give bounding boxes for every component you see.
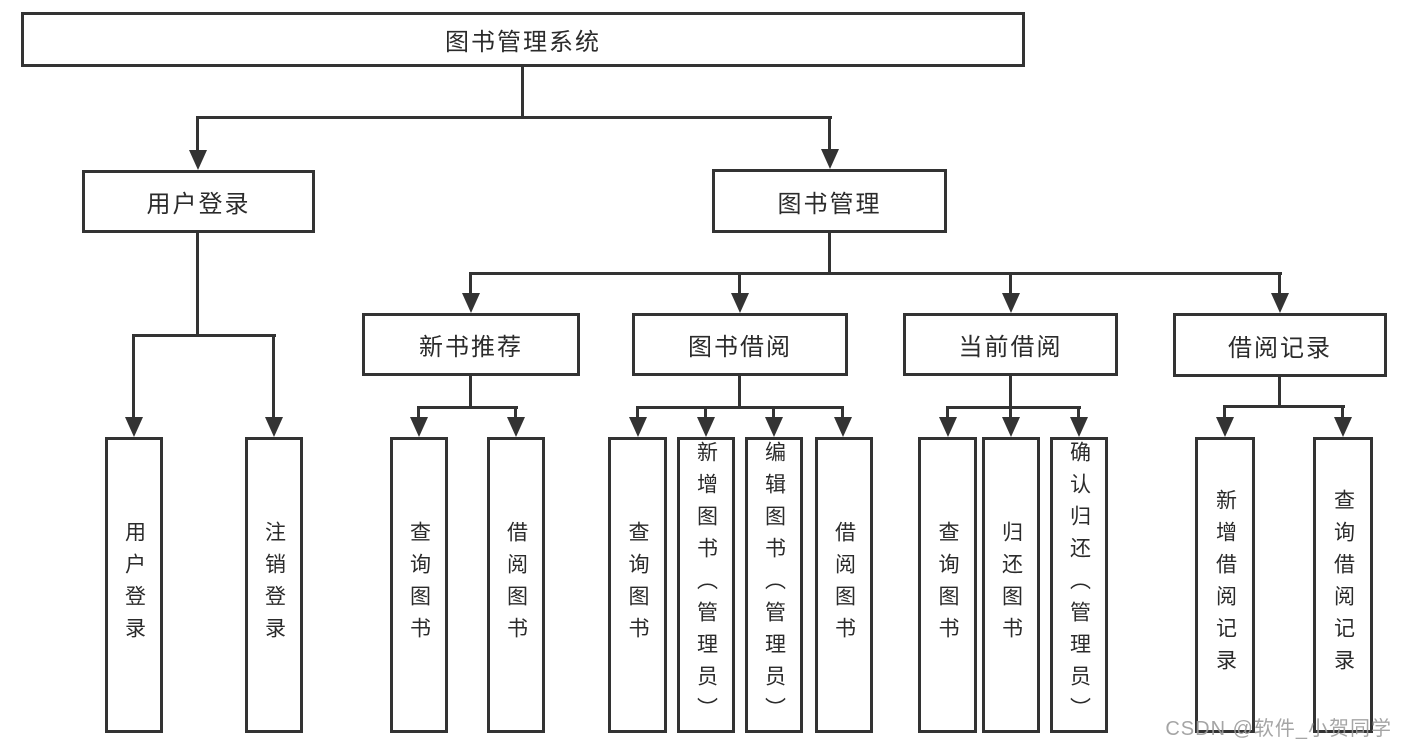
node-leaf-user-login: 用户登录 [105,437,163,733]
arrowhead-down-icon [189,150,207,170]
node-current-borrow-label: 当前借阅 [958,334,1063,361]
arrowhead-down-icon [410,417,428,437]
connector-drop [738,272,741,294]
connector-drop [272,334,275,418]
arrowhead-down-icon [834,417,852,437]
connector-drop [704,406,707,419]
node-book-management: 图书管理 [712,169,947,233]
connector-drop [1278,272,1281,294]
connector-stem [1278,377,1281,408]
node-leaf-borrow-book: 借阅图书 [815,437,873,733]
connector-drop [841,406,844,419]
node-leaf-return-book: 归还图书 [982,437,1040,733]
connector-drop [828,116,831,152]
node-new-book-recommend-label: 新书推荐 [419,334,523,361]
node-leaf-query-book-current-label: 查询图书 [936,521,959,649]
node-leaf-add-borrow-record: 新增借阅记录 [1195,437,1255,733]
arrowhead-down-icon [462,293,480,313]
node-leaf-confirm-return-admin: 确认归还（管理员） [1050,437,1108,733]
arrowhead-down-icon [1070,417,1088,437]
node-user-login-label: 用户登录 [146,191,251,218]
node-book-management-label: 图书管理 [777,190,882,218]
node-user-login: 用户登录 [82,170,315,233]
node-leaf-query-book-recommend-label: 查询图书 [407,521,431,649]
node-current-borrow: 当前借阅 [903,313,1118,376]
watermark: CSDN @软件_小贺同学 [1165,718,1392,740]
connector-user-login-stem [196,233,199,337]
connector-drop [196,116,199,152]
node-book-borrow-label: 图书借阅 [688,334,792,361]
connector-drop [772,406,775,419]
arrowhead-down-icon [265,417,283,437]
arrowhead-down-icon [731,293,749,313]
node-leaf-logout: 注销登录 [245,437,303,733]
arrowhead-down-icon [1216,417,1234,437]
node-leaf-add-book-admin-label: 新增图书（管理员） [694,441,718,729]
node-borrow-records-label: 借阅记录 [1228,334,1332,362]
node-leaf-confirm-return-admin-label: 确认归还（管理员） [1067,441,1091,729]
connector-bus-level3 [469,272,1282,275]
node-leaf-logout-label: 注销登录 [262,521,286,649]
node-leaf-query-borrow-record-label: 查询借阅记录 [1331,489,1355,681]
connector-drop [636,406,639,419]
connector-drop [469,272,472,294]
node-leaf-borrow-book-recommend: 借阅图书 [487,437,545,733]
node-new-book-recommend: 新书推荐 [362,313,580,376]
arrowhead-down-icon [629,417,647,437]
arrowhead-down-icon [765,417,783,437]
node-leaf-edit-book-admin: 编辑图书（管理员） [745,437,803,733]
connector-stem [1009,376,1012,409]
node-leaf-query-borrow-record: 查询借阅记录 [1313,437,1373,733]
node-leaf-add-book-admin: 新增图书（管理员） [677,437,735,733]
node-leaf-query-book-current: 查询图书 [918,437,977,733]
arrowhead-down-icon [697,417,715,437]
connector-drop [1077,406,1080,419]
arrowhead-down-icon [1271,293,1289,313]
node-leaf-query-book-borrow-label: 查询图书 [626,521,649,649]
connector-drop [1009,272,1012,294]
node-leaf-add-borrow-record-label: 新增借阅记录 [1213,489,1237,681]
connector-bus-level2 [196,116,832,119]
connector-book-management-stem [828,233,831,275]
connector-bus [636,406,844,409]
node-leaf-borrow-book-label: 借阅图书 [832,521,856,649]
arrowhead-down-icon [1002,293,1020,313]
connector-bus [417,406,518,409]
node-leaf-return-book-label: 归还图书 [999,521,1023,649]
connector-drop [1223,405,1226,419]
node-leaf-query-book-recommend: 查询图书 [390,437,448,733]
arrowhead-down-icon [821,149,839,169]
connector-bus [946,406,1081,409]
connector-drop [417,406,420,419]
connector-bus-user-login [132,334,276,337]
arrowhead-down-icon [125,417,143,437]
connector-drop [946,406,949,419]
connector-stem [469,376,472,409]
arrowhead-down-icon [939,417,957,437]
connector-stem [738,376,741,409]
node-leaf-borrow-book-recommend-label: 借阅图书 [504,521,528,649]
connector-root-stem [521,67,524,119]
connector-bus [1223,405,1345,408]
connector-drop [1009,406,1012,419]
node-book-borrow: 图书借阅 [632,313,848,376]
connector-drop [514,406,517,419]
node-root: 图书管理系统 [21,12,1025,67]
node-leaf-query-book-borrow: 查询图书 [608,437,667,733]
node-borrow-records: 借阅记录 [1173,313,1387,377]
connector-drop [132,334,135,418]
arrowhead-down-icon [1002,417,1020,437]
arrowhead-down-icon [1334,417,1352,437]
node-root-label: 图书管理系统 [445,29,601,56]
arrowhead-down-icon [507,417,525,437]
connector-drop [1341,405,1344,419]
node-leaf-edit-book-admin-label: 编辑图书（管理员） [762,441,786,729]
node-leaf-user-login-label: 用户登录 [122,521,146,649]
